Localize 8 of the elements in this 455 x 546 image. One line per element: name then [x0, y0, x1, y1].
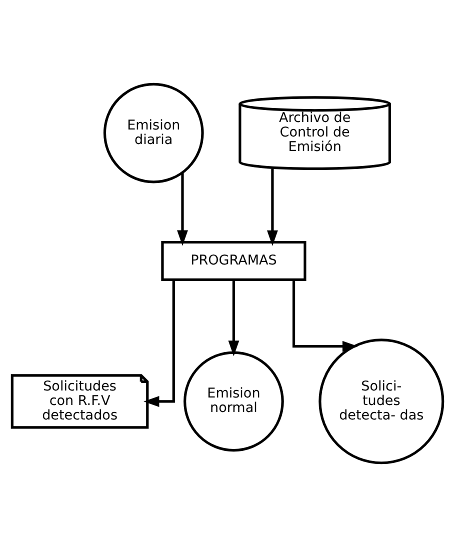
node-circle: Emision normal [184, 350, 284, 452]
node-circle: Emision diaria [103, 82, 204, 183]
arrow [266, 168, 278, 246]
arrow [177, 172, 188, 246]
node-box: PROGRAMAS [161, 240, 306, 280]
arrow [292, 279, 358, 352]
arrow [144, 279, 175, 406]
arrow [228, 279, 240, 356]
